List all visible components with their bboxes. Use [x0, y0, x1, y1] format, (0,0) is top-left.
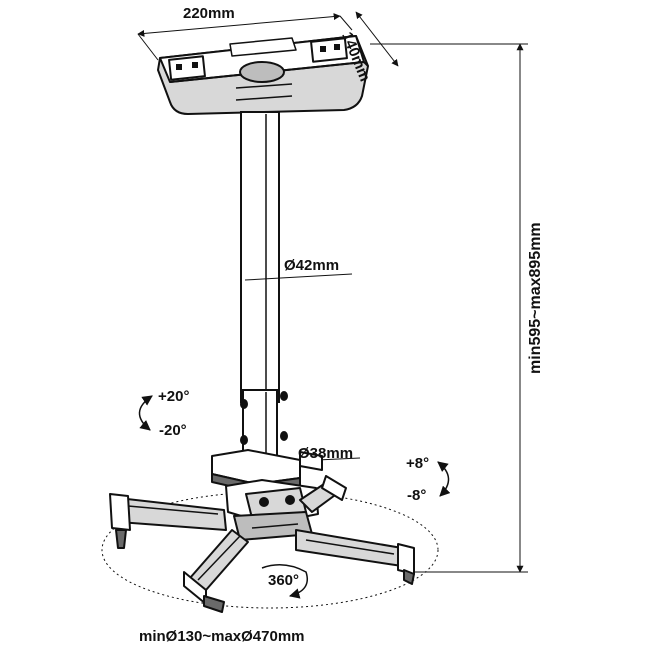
mount-head — [211, 449, 323, 541]
tilt-arrow-icon — [138, 395, 153, 431]
rotation-arrow-icon — [261, 564, 308, 599]
swivel-up-label: +8° — [406, 455, 430, 472]
swivel-arrow-icon — [437, 461, 451, 497]
rotation-label: 360° — [268, 572, 300, 589]
plate-width-label: 220mm — [183, 5, 235, 22]
collar-diameter-label: Ø38mm — [298, 445, 354, 462]
spider-arms — [109, 475, 415, 613]
tube-diameter-label: Ø42mm — [284, 257, 340, 274]
depth-dimension — [355, 11, 399, 67]
swivel-down-label: -8° — [407, 487, 427, 504]
width-dimension — [137, 13, 353, 61]
overall-height-label: min595~max895mm — [527, 222, 544, 374]
arm-span-label: minØ130~maxØ470mm — [139, 628, 305, 645]
tilt-down-label: -20° — [159, 422, 187, 439]
extension-tube — [240, 111, 288, 461]
tube-diameter-dimension — [244, 273, 353, 281]
rotation-circle — [101, 491, 439, 609]
height-dimension — [370, 43, 528, 573]
tilt-up-label: +20° — [158, 388, 190, 405]
ceiling-plate — [157, 35, 369, 115]
